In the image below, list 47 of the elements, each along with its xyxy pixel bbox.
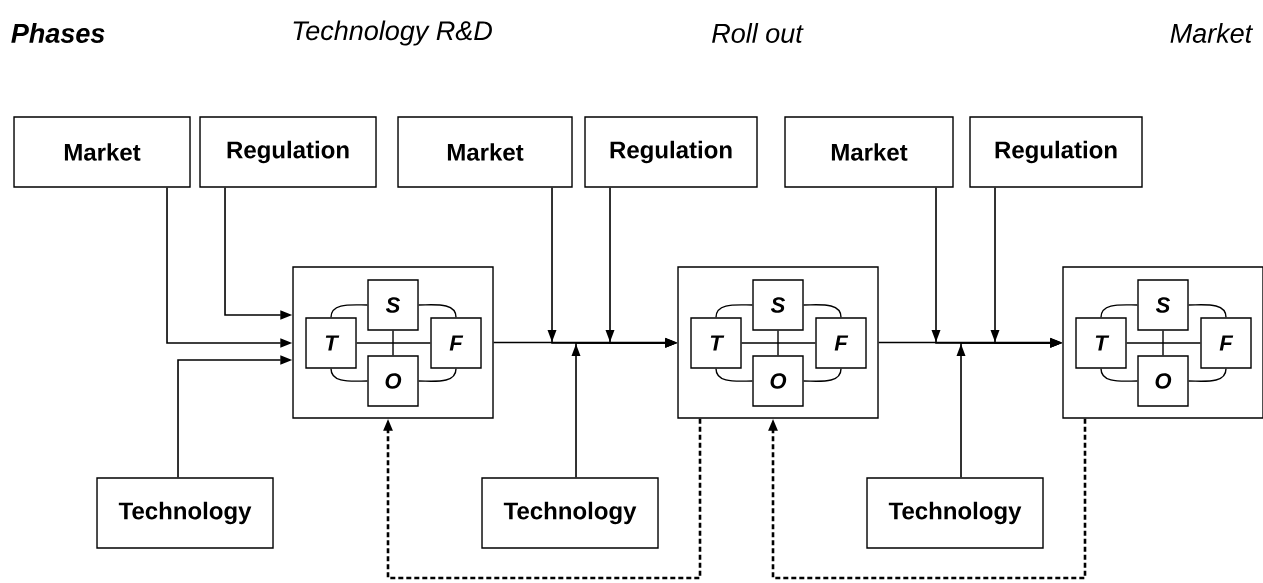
domain-box: O	[752, 355, 804, 407]
phase-label: Roll out	[712, 23, 804, 43]
phase-label: Market	[1170, 23, 1254, 43]
domain-box: S	[752, 279, 804, 331]
factor-box: Technology	[481, 477, 659, 549]
connector-line	[392, 330, 394, 356]
factor-box: Regulation	[584, 116, 758, 188]
connector-line	[356, 342, 431, 344]
connector-arc	[803, 304, 842, 318]
domain-box: S	[1137, 279, 1189, 331]
connector-line	[777, 330, 779, 356]
stof-model-box	[292, 266, 494, 419]
factor-box: Market	[13, 116, 191, 188]
connector-line	[1126, 342, 1201, 344]
domain-box: T	[305, 317, 357, 369]
domain-box: F	[1200, 317, 1252, 369]
factor-box: Technology	[866, 477, 1044, 549]
factor-box: Market	[784, 116, 954, 188]
domain-box: S	[367, 279, 419, 331]
connector-line	[741, 342, 816, 344]
connector-arc	[1100, 368, 1138, 382]
domain-box: T	[1075, 317, 1127, 369]
factor-box: Technology	[96, 477, 274, 549]
domain-box: O	[367, 355, 419, 407]
domain-box: F	[430, 317, 482, 369]
factor-box: Regulation	[969, 116, 1143, 188]
connector-arc	[715, 304, 753, 318]
connector-line	[1162, 330, 1164, 356]
connector-arc	[330, 368, 368, 382]
domain-box: F	[815, 317, 867, 369]
factor-box: Market	[397, 116, 573, 188]
connector-arc	[1188, 368, 1227, 382]
connector-arc	[418, 368, 457, 382]
phase-label: Phases	[11, 23, 105, 43]
phase-label: Technology R&D	[293, 20, 492, 46]
connector-arc	[715, 368, 753, 382]
factor-box: Regulation	[199, 116, 377, 188]
connector-arc	[1188, 304, 1227, 318]
arrow	[383, 418, 702, 580]
stof-model-box	[677, 266, 879, 419]
connector-arc	[418, 304, 457, 318]
arrow	[768, 418, 1087, 580]
domain-box: T	[690, 317, 742, 369]
connector-arc	[330, 304, 368, 318]
connector-arc	[803, 368, 842, 382]
connector-arc	[1100, 304, 1138, 318]
domain-box: O	[1137, 355, 1189, 407]
